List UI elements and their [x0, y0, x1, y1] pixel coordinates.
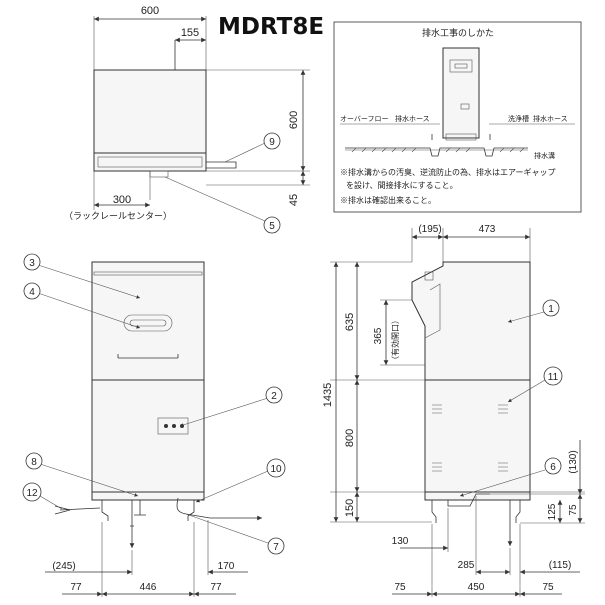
unit-top-base [93, 152, 207, 172]
callout-3 [23, 253, 41, 271]
dim-front-245: (245) [52, 561, 75, 572]
dim-side-195: (195) [418, 224, 441, 235]
dim-side-800: 800 [344, 429, 356, 447]
callout-2 [265, 386, 283, 404]
drain-note-1: ※排水溝からの汚臭、逆流防止の為、排水はエアーギャップ [340, 167, 556, 177]
side-cabinet [424, 379, 531, 493]
svg-text:1: 1 [548, 304, 554, 315]
dim-rack-300: 300 [113, 194, 131, 206]
top-view: 600 155 600 45 300 （ラックレールセンター） 9 5 [64, 5, 310, 234]
svg-text:11: 11 [548, 372, 559, 383]
dim-side-130-bottom: 130 [392, 536, 409, 547]
dim-front-77-right: 77 [210, 582, 222, 593]
callout-5 [263, 216, 281, 234]
mini-unit [442, 47, 480, 139]
dim-opening-365: 365 [373, 327, 384, 344]
front-cabinet [91, 379, 205, 493]
svg-text:4: 4 [29, 287, 35, 298]
dim-width-600: 600 [141, 5, 159, 17]
label-drain-hose-1: 排水ホース [395, 114, 430, 123]
callout-8 [25, 452, 43, 470]
svg-text:5: 5 [269, 221, 275, 232]
dim-side-473: 473 [479, 224, 496, 235]
svg-text:8: 8 [31, 457, 37, 468]
model-title: MDRT8E [218, 14, 324, 40]
rack-rail-center-note: （ラックレールセンター） [64, 211, 172, 221]
dim-side-285: 285 [458, 560, 475, 571]
control-panel [157, 417, 189, 435]
svg-text:12: 12 [26, 488, 38, 499]
callout-9 [263, 132, 281, 150]
dim-side-75-bottom-right: 75 [542, 582, 554, 593]
dim-side-450: 450 [468, 582, 485, 593]
dim-side-1435: 1435 [322, 383, 334, 407]
front-view: 3 4 2 8 10 12 7 (245) 170 77 446 77 [22, 253, 286, 597]
svg-text:9: 9 [269, 137, 275, 148]
callout-4 [23, 282, 41, 300]
drain-note-2: を設け、間接排水にすること。 [346, 180, 458, 190]
dim-front-170: 170 [218, 561, 235, 572]
unit-top-body [93, 69, 207, 154]
label-overflow: オーバーフロー [340, 115, 389, 123]
svg-text:7: 7 [273, 542, 279, 553]
callout-12 [22, 482, 42, 502]
callout-6 [544, 457, 562, 475]
callout-11 [543, 366, 563, 386]
side-hood [411, 261, 531, 381]
svg-text:6: 6 [550, 462, 556, 473]
dim-side-75-left: 75 [394, 582, 406, 593]
side-vents [432, 404, 508, 472]
svg-text:3: 3 [29, 258, 35, 269]
label-drain-hose-2: 排水ホース [533, 114, 568, 123]
dim-front-77-left: 77 [70, 582, 82, 593]
label-drain-trench: 排水溝 [534, 151, 555, 160]
opening-note: （有効開口） [390, 316, 400, 364]
drain-box-title: 排水工事のしかた [422, 27, 494, 38]
dim-base-45: 45 [288, 194, 300, 206]
dim-offset-155: 155 [181, 27, 199, 39]
callout-1 [542, 299, 560, 317]
drain-instructions-box: 排水工事のしかた オーバーフロー 排水ホース 洗浄槽 排水ホース 排水溝 ※排水… [333, 21, 582, 213]
svg-text:2: 2 [271, 391, 277, 402]
dim-height-600: 600 [288, 111, 300, 129]
svg-text:10: 10 [270, 464, 282, 475]
dim-side-75-right: 75 [568, 504, 579, 516]
callout-10 [266, 458, 286, 478]
label-wash-tank: 洗浄槽 [508, 114, 529, 123]
front-handle [123, 314, 173, 332]
dim-side-635: 635 [344, 313, 356, 331]
dim-front-446: 446 [140, 582, 157, 593]
front-hood [91, 261, 205, 381]
drain-note-3: ※排水は確認出来ること。 [340, 195, 436, 205]
dim-side-125: 125 [547, 503, 558, 520]
callout-7 [267, 537, 285, 555]
dim-side-150: 150 [344, 499, 356, 517]
dim-side-115: (115) [549, 560, 572, 571]
dim-side-130-right: (130) [568, 450, 579, 473]
side-view: (195) 473 1435 635 800 150 365 [322, 224, 585, 597]
